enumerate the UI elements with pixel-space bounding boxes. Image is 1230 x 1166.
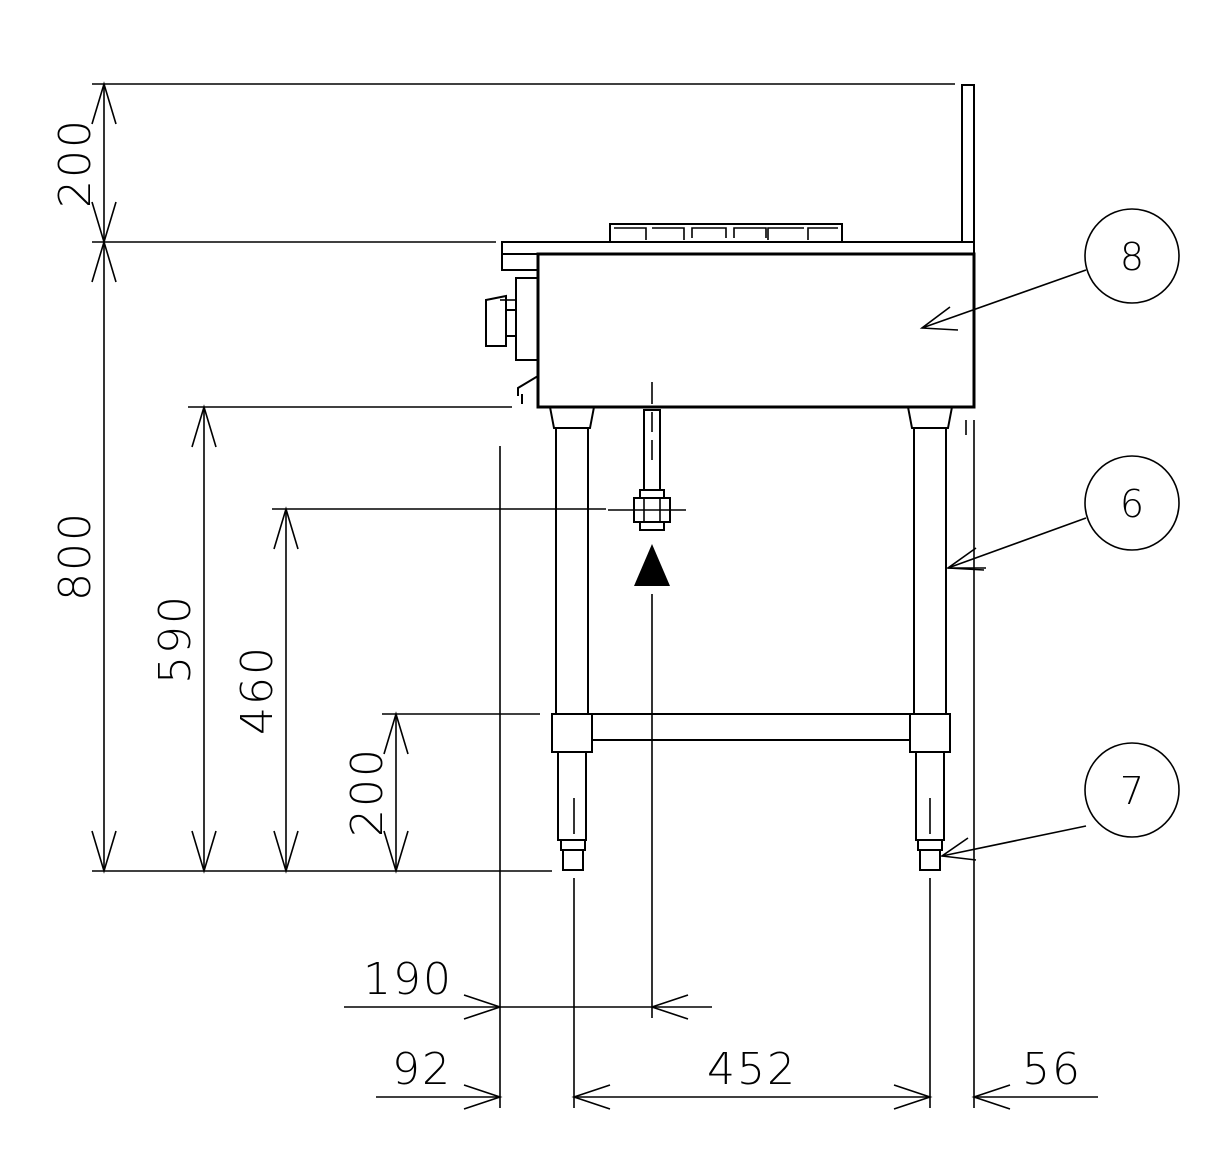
control-knob: [485, 277, 539, 361]
dim-label-top-clearance: 200: [50, 118, 101, 208]
callout-label-7: 7: [1120, 769, 1144, 813]
callout-6: 6: [945, 455, 1180, 571]
dim-gas-inlet-height: 460: [232, 506, 299, 874]
dim-label-rear-overhang: 56: [1022, 1044, 1082, 1095]
callout-8: 8: [919, 208, 1180, 331]
extension-lines: [92, 83, 975, 1108]
dim-label-leg-spacing: 452: [707, 1044, 797, 1095]
callout-label-6: 6: [1120, 482, 1144, 526]
rear-leg: [913, 427, 947, 715]
gas-inlet-arrow: [634, 544, 670, 586]
rear-leg-sleeve: [909, 713, 951, 753]
burner-grates: [609, 223, 843, 243]
dim-label-front-overhang: 92: [392, 1044, 452, 1095]
main-body: [536, 252, 976, 409]
gas-inlet: [608, 382, 686, 1018]
callout-label-8: 8: [1120, 235, 1144, 279]
front-leg-lower: [557, 751, 587, 841]
front-leg-sleeve: [551, 713, 593, 753]
dim-shelf-height: 200: [342, 711, 409, 874]
legs: [548, 406, 954, 871]
equipment-outline: [485, 84, 976, 409]
dim-front-overhang: 92: [376, 1044, 503, 1110]
front-leg-top: [548, 406, 596, 429]
backsplash: [961, 84, 975, 243]
dim-gas-inlet-offset: 190: [344, 954, 712, 1020]
dim-label-overall-height: 800: [50, 511, 101, 601]
dim-top-clearance: 200: [50, 81, 117, 245]
cooktop-plate: [501, 241, 975, 255]
dim-leg-spacing: 452: [571, 1044, 933, 1110]
stretcher-bar: [591, 713, 911, 741]
front-leg: [555, 427, 589, 715]
front-lip: [501, 254, 538, 271]
dim-rear-overhang: 56: [971, 1044, 1098, 1110]
dim-bottom-of-body: 590: [150, 404, 217, 874]
dim-label-gas-inlet-height: 460: [232, 645, 283, 735]
dim-label-gas-inlet-offset: 190: [363, 954, 453, 1005]
rear-leg-top: [906, 406, 954, 429]
dim-label-bottom-of-body: 590: [150, 594, 201, 684]
dim-overall-height: 800: [50, 239, 117, 874]
front-drip: [517, 375, 539, 396]
callout-7: 7: [939, 742, 1180, 861]
dim-label-shelf-height: 200: [342, 747, 393, 837]
